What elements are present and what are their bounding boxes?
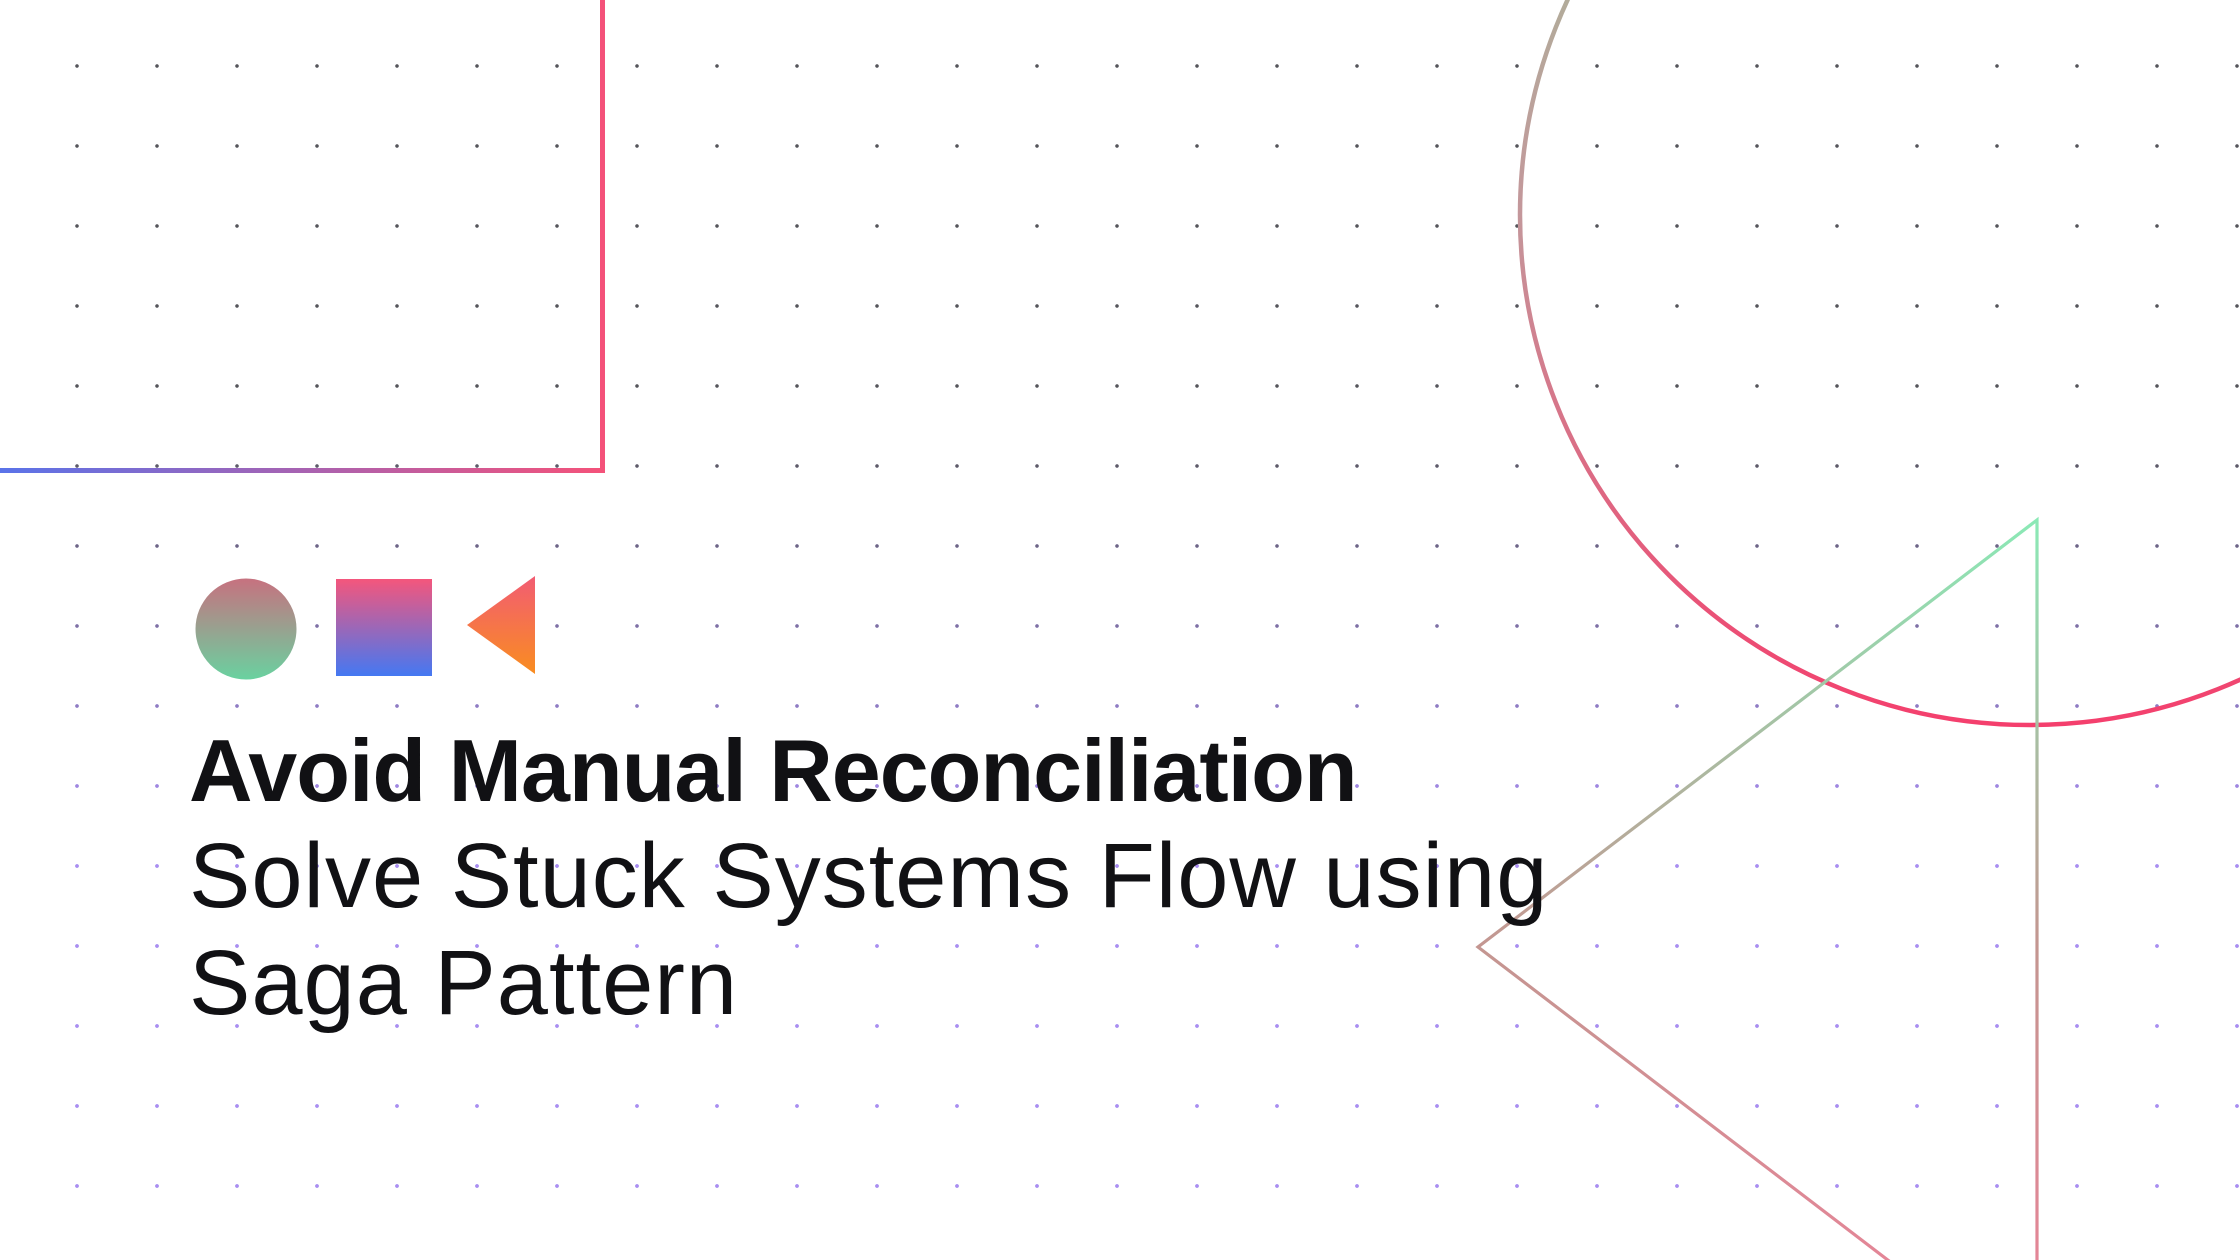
triangle-outline [1475,516,2039,1260]
slide-subtitle-line1: Solve Stuck Systems Flow using [189,825,1549,927]
rectangle-outline [0,0,605,473]
circle-outline [1517,0,2240,728]
slide-subtitle: Solve Stuck Systems Flow using Saga Patt… [189,823,1548,1037]
logo-circle-shape [195,578,297,680]
logo-left-triangle-shape [467,576,535,674]
slide-title: Avoid Manual Reconciliation [189,721,1358,820]
logo-shapes [195,576,535,680]
logo-square-shape [336,579,432,676]
slide-subtitle-line2: Saga Pattern [189,932,739,1034]
